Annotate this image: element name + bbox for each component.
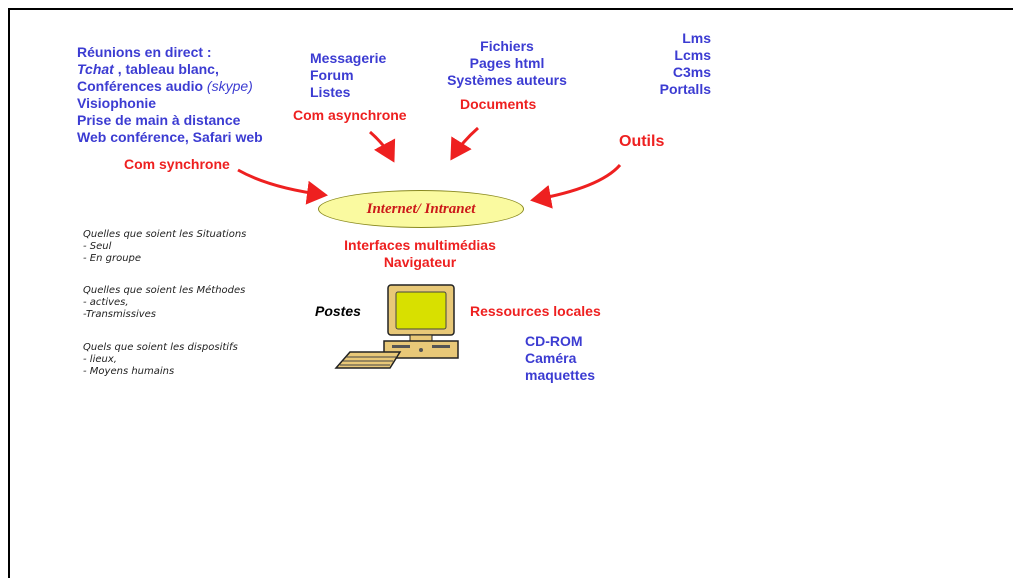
internet-intranet-ellipse: Internet/ Intranet [318, 190, 524, 228]
ressources-locales-label: Ressources locales [470, 303, 601, 319]
arrow-icon [369, 130, 396, 163]
ressources-item: CD-ROM [525, 333, 583, 349]
note-methodes: Quelles que soient les Méthodes - active… [83, 285, 245, 321]
note-title: Quelles que soient les Situations [83, 229, 247, 240]
arrow-icon [237, 168, 328, 205]
interfaces-label: Interfaces multimédias [344, 237, 496, 253]
documents-list: Fichiers Pages html Systèmes auteurs [436, 38, 578, 89]
ressources-item: maquettes [525, 367, 596, 383]
outils-item: Portalls [659, 81, 711, 97]
ressources-item: Caméra [525, 350, 577, 366]
navigateur-label: Navigateur [383, 254, 457, 270]
note-title: Quelles que soient les Méthodes [83, 285, 246, 296]
asynchrone-item: Forum [310, 67, 354, 83]
documents-label: Documents [460, 96, 537, 112]
arrow-icon [530, 163, 622, 209]
synchrone-line: Prise de main à distance [77, 112, 241, 128]
com-synchrone-label: Com synchrone [124, 156, 230, 172]
synchrone-line: Visiophonie [77, 95, 157, 111]
note-item: -Transmissives [83, 309, 156, 320]
synchrone-list: Réunions en direct : Tchat , tableau bla… [77, 44, 263, 146]
com-asynchrone-label: Com asynchrone [293, 107, 407, 123]
outils-item: C3ms [672, 64, 711, 80]
note-title: Quels que soient les dispositifs [83, 342, 238, 353]
outils-list: Lms Lcms C3ms Portalls [620, 30, 711, 98]
synchrone-line: Web conférence, Safari web [77, 129, 263, 145]
note-item: - lieux, [83, 354, 117, 365]
synchrone-line: Tchat , tableau blanc, [77, 61, 219, 77]
arrow-icon [450, 126, 479, 161]
asynchrone-item: Messagerie [310, 50, 387, 66]
synchrone-line: Conférences audio (skype) [77, 78, 253, 94]
outils-label: Outils [619, 133, 665, 150]
note-item: - Moyens humains [83, 366, 175, 377]
slide-frame [8, 8, 1013, 578]
asynchrone-list: Messagerie Forum Listes [310, 50, 386, 101]
asynchrone-item: Listes [310, 84, 351, 100]
documents-item: Pages html [469, 55, 545, 71]
computer-icon [334, 284, 459, 369]
outils-item: Lcms [674, 47, 711, 63]
outils-item: Lms [682, 30, 711, 46]
documents-item: Systèmes auteurs [447, 72, 567, 88]
note-item: - actives, [83, 297, 129, 308]
note-item: - En groupe [83, 253, 142, 264]
internet-intranet-label: Internet/ Intranet [366, 200, 476, 217]
note-item: - Seul [83, 241, 112, 252]
interfaces-block: Interfaces multimédias Navigateur [330, 237, 510, 271]
synchrone-line: Réunions en direct : [77, 44, 212, 60]
postes-label: Postes [315, 303, 361, 319]
ressources-list: CD-ROM Caméra maquettes [525, 333, 595, 384]
documents-item: Fichiers [480, 38, 534, 54]
note-situations: Quelles que soient les Situations - Seul… [83, 229, 246, 265]
note-dispositifs: Quels que soient les dispositifs - lieux… [83, 342, 238, 378]
